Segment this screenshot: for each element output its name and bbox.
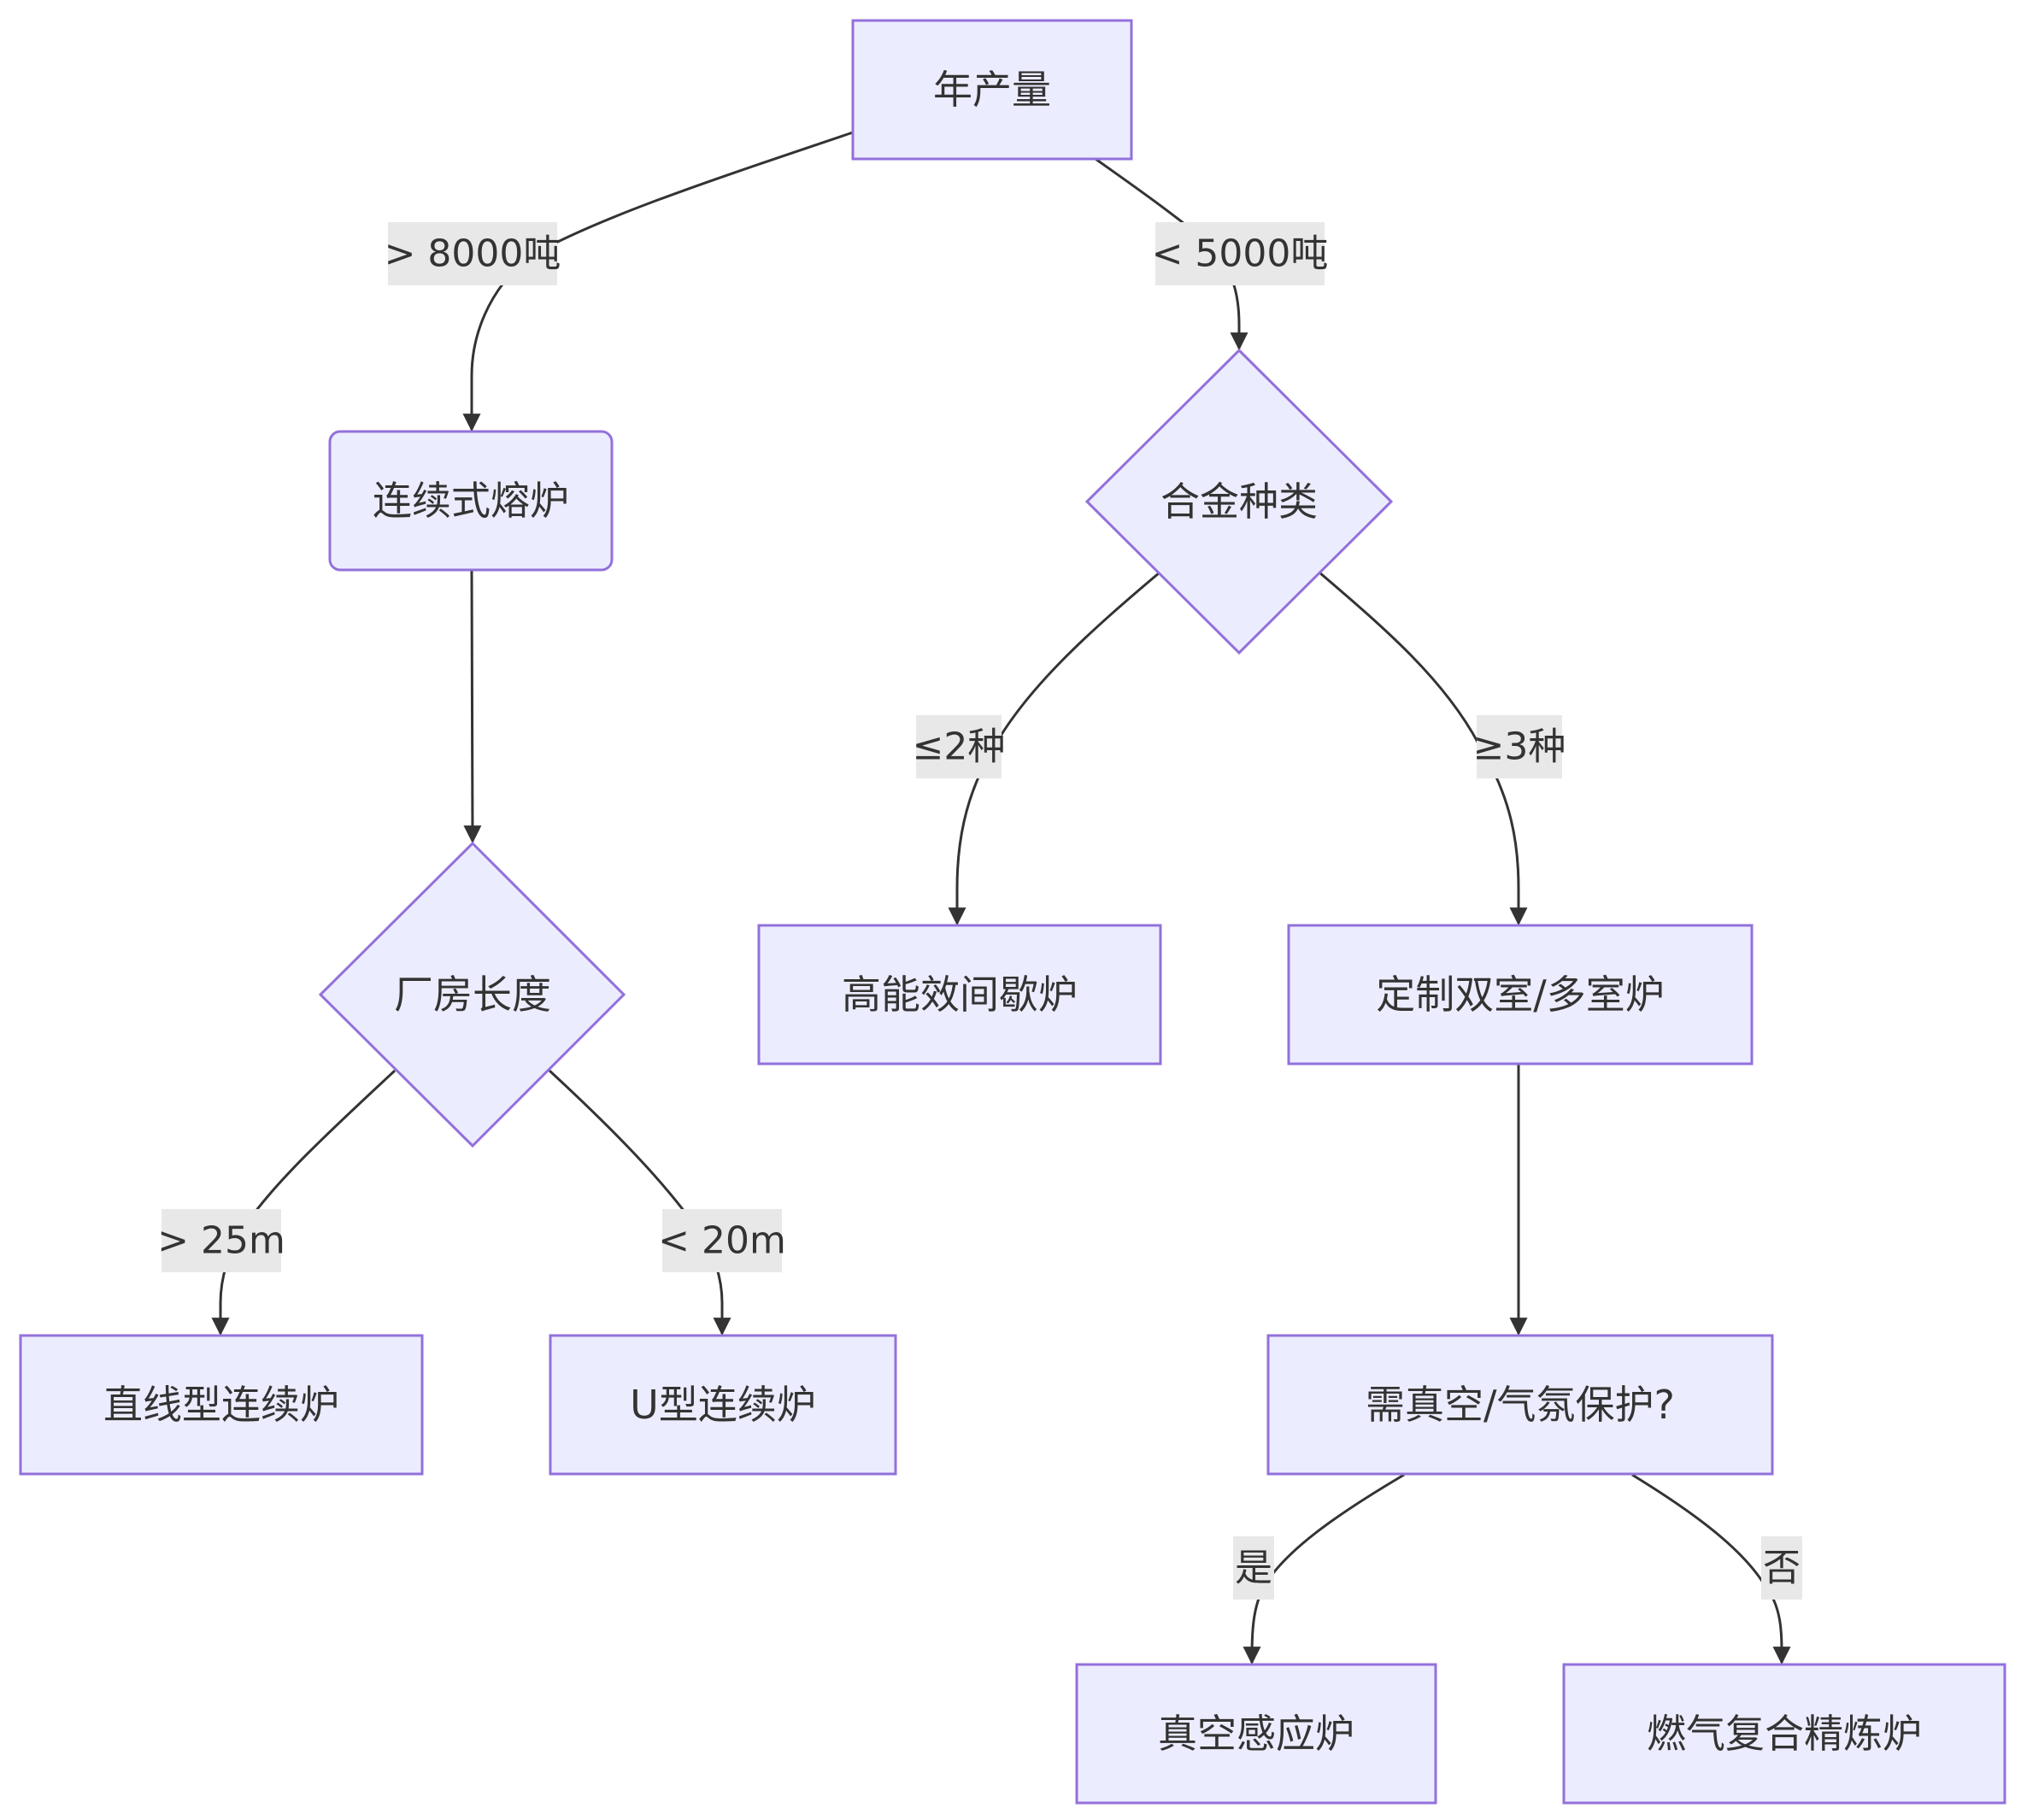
node-straight-continuous: 直线型连续炉 bbox=[19, 1334, 424, 1476]
node-alloy-types: 合金种类 bbox=[1084, 348, 1394, 655]
edge-label-no: 否 bbox=[1761, 1536, 1802, 1600]
edge-label-text-le-2: ≤2种 bbox=[913, 725, 1006, 769]
edge-label-le-2: ≤2种 bbox=[913, 715, 1006, 778]
node-label-u-continuous: U型连续炉 bbox=[630, 1382, 816, 1428]
node-label-gas-refining: 燃气复合精炼炉 bbox=[1647, 1711, 1922, 1757]
nodes: 年产量 连续式熔炉 合金种类 厂房长度 高能效间歇炉 定制双室/多室炉 直线型连… bbox=[19, 19, 2006, 1805]
node-continuous-furnace: 连续式熔炉 bbox=[328, 430, 614, 572]
node-label-continuous-furnace: 连续式熔炉 bbox=[373, 478, 569, 524]
edge-label-lt-20: < 20m bbox=[658, 1209, 786, 1272]
node-label-straight-continuous: 直线型连续炉 bbox=[103, 1382, 339, 1428]
edge-labels: > 8000吨 < 5000吨 ≤2种 ≥3种 > 25m < 20m 是 否 bbox=[157, 222, 1802, 1600]
edge-label-text-lt-20: < 20m bbox=[658, 1219, 786, 1263]
edge-label-gt-25: > 25m bbox=[157, 1209, 285, 1272]
edge-label-text-ge-3: ≥3种 bbox=[1473, 725, 1566, 769]
edge-label-text-lt-5000: < 5000吨 bbox=[1152, 232, 1329, 276]
node-label-vacuum-induction: 真空感应炉 bbox=[1158, 1711, 1354, 1757]
node-high-eff-batch: 高能效间歇炉 bbox=[757, 924, 1162, 1066]
node-custom-multi-chamber: 定制双室/多室炉 bbox=[1287, 924, 1754, 1066]
node-label-high-eff-batch: 高能效间歇炉 bbox=[842, 972, 1078, 1018]
node-label-need-vacuum: 需真空/气氛保护? bbox=[1366, 1382, 1675, 1428]
edge-vacuum-to-induction bbox=[1243, 1473, 1405, 1665]
edge-label-lt-5000: < 5000吨 bbox=[1152, 222, 1329, 285]
node-need-vacuum: 需真空/气氛保护? bbox=[1266, 1334, 1774, 1476]
edge-label-gt-8000: > 8000吨 bbox=[385, 222, 561, 285]
edge-label-text-yes: 是 bbox=[1235, 1547, 1272, 1590]
edge-length-to-u bbox=[548, 1069, 731, 1336]
node-label-custom-multi-chamber: 定制双室/多室炉 bbox=[1376, 972, 1665, 1018]
edge-length-to-straight bbox=[211, 1069, 397, 1336]
node-label-plant-length: 厂房长度 bbox=[394, 972, 551, 1018]
edge-vacuum-to-gas bbox=[1631, 1473, 1791, 1665]
edge-label-ge-3: ≥3种 bbox=[1473, 715, 1566, 778]
edge-label-text-gt-8000: > 8000吨 bbox=[385, 232, 561, 276]
node-vacuum-induction: 真空感应炉 bbox=[1075, 1663, 1437, 1805]
node-gas-refining: 燃气复合精炼炉 bbox=[1562, 1663, 2006, 1805]
node-u-continuous: U型连续炉 bbox=[549, 1334, 897, 1476]
node-label-alloy-types: 合金种类 bbox=[1160, 478, 1318, 525]
edge-label-text-gt-25: > 25m bbox=[157, 1219, 285, 1263]
edge-continuous-to-length bbox=[463, 570, 482, 844]
edge-label-text-no: 否 bbox=[1763, 1547, 1801, 1590]
node-label-annual-output: 年产量 bbox=[933, 67, 1051, 113]
node-annual-output: 年产量 bbox=[851, 19, 1133, 161]
node-plant-length: 厂房长度 bbox=[318, 841, 626, 1148]
edge-label-yes: 是 bbox=[1233, 1536, 1274, 1600]
